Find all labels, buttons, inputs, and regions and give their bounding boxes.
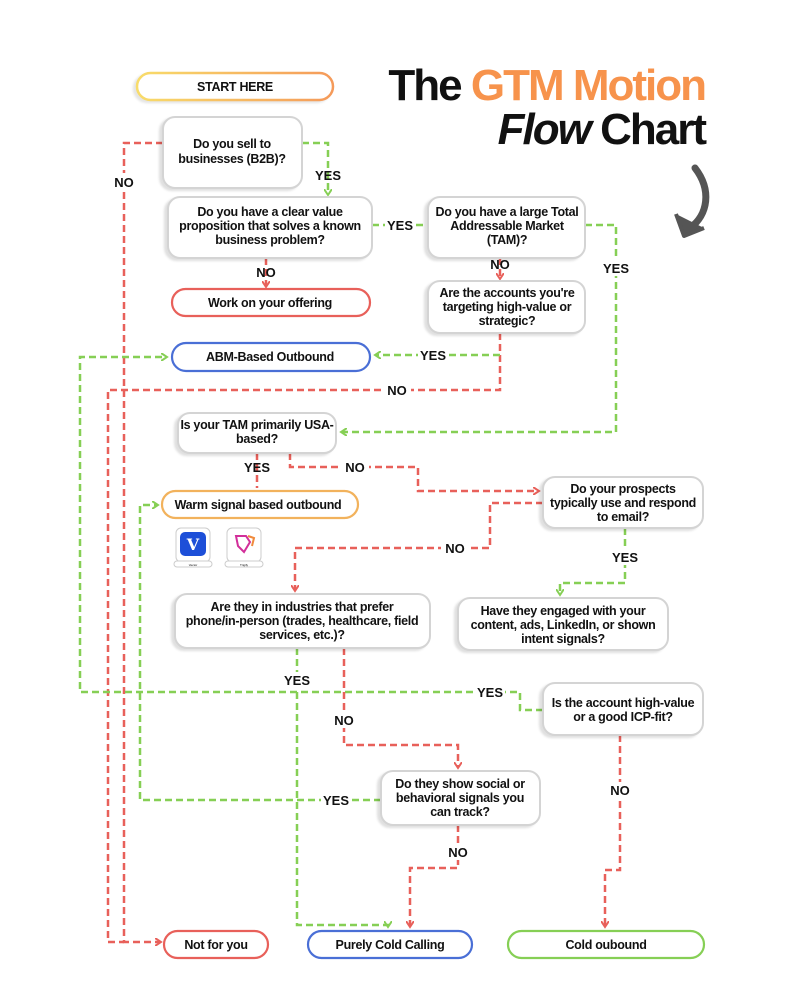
edge-label-icp-yes: YES (477, 685, 503, 700)
svg-text:The GTM Motion: The GTM Motion (388, 61, 705, 110)
node-question-icp: Is the account high-value or a good ICP-… (542, 682, 704, 736)
svg-text:Do you sell to: Do you sell to (193, 137, 271, 151)
svg-text:Flow Chart: Flow Chart (498, 105, 708, 154)
edge-label-usa-no: NO (345, 460, 365, 475)
tool-vector: V Vector (173, 527, 213, 568)
edge-label-industries-yes: YES (284, 673, 310, 688)
svg-text:Cold oubound: Cold oubound (565, 938, 646, 952)
svg-text:Addressable Market: Addressable Market (450, 219, 565, 233)
edge-label-icp-no: NO (610, 783, 630, 798)
node-purely-cold-calling: Purely Cold Calling (306, 929, 474, 960)
node-start: START HERE (135, 71, 335, 102)
svg-text:Trigify: Trigify (240, 563, 249, 567)
node-not-for-you: Not for you (162, 929, 270, 960)
edge-label-b2b-no: NO (114, 175, 134, 190)
svg-text:services, etc.)?: services, etc.)? (259, 628, 345, 642)
node-abm-outbound: ABM-Based Outbound (170, 341, 372, 373)
edge-label-accounts-yes: YES (420, 348, 446, 363)
edge-label-signals-no: NO (448, 845, 468, 860)
svg-text:Do you have a large Total: Do you have a large Total (435, 205, 578, 219)
svg-text:to email?: to email? (597, 510, 649, 524)
node-question-accounts: Are the accounts you're targeting high-v… (427, 280, 586, 334)
edge-label-tam-yes: YES (603, 261, 629, 276)
node-question-usa: Is your TAM primarily USA- based? (177, 412, 337, 454)
svg-text:business problem?: business problem? (215, 233, 325, 247)
svg-text:intent signals?: intent signals? (521, 632, 605, 646)
node-question-b2b: Do you sell to businesses (B2B)? (162, 116, 303, 189)
svg-text:or a good ICP-fit?: or a good ICP-fit? (573, 710, 672, 724)
svg-text:content, ads, LinkedIn, or sho: content, ads, LinkedIn, or shown (471, 618, 656, 632)
node-question-signals: Do they show social or behavioral signal… (380, 770, 541, 826)
svg-text:targeting high-value or: targeting high-value or (443, 300, 572, 314)
edge-label-vp-yes: YES (387, 218, 413, 233)
trigify-logo-icon (234, 535, 252, 554)
svg-text:Do they show social or: Do they show social or (395, 777, 525, 791)
svg-text:can track?: can track? (430, 805, 490, 819)
edge-label-usa-yes: YES (244, 460, 270, 475)
svg-text:behavioral signals you: behavioral signals you (396, 791, 524, 805)
svg-text:Purely Cold Calling: Purely Cold Calling (336, 938, 445, 952)
edge-label-email-no: NO (445, 541, 465, 556)
vector-logo-icon (180, 532, 206, 556)
chart-title: The GTM Motion Flow Chart (388, 61, 709, 154)
svg-text:Is your TAM primarily USA-: Is your TAM primarily USA- (180, 418, 333, 432)
svg-text:Do your prospects: Do your prospects (570, 482, 676, 496)
node-question-tam: Do you have a large Total Addressable Ma… (427, 196, 586, 259)
edge-label-b2b-yes: YES (315, 168, 341, 183)
svg-text:(TAM)?: (TAM)? (487, 233, 527, 247)
edge-labels: NO YES YES NO NO YES YES NO YES NO NO YE… (110, 168, 641, 860)
svg-text:Not for you: Not for you (184, 938, 247, 952)
svg-text:proposition that solves a know: proposition that solves a known (179, 219, 361, 233)
svg-text:ABM-Based Outbound: ABM-Based Outbound (206, 350, 334, 364)
tool-trigify: Trigify (224, 527, 264, 568)
svg-text:START HERE: START HERE (197, 80, 273, 94)
curved-arrow-icon (674, 164, 710, 238)
svg-text:Are the accounts you're: Are the accounts you're (439, 286, 574, 300)
svg-text:V: V (186, 535, 200, 554)
svg-text:typically use and respond: typically use and respond (550, 496, 696, 510)
svg-text:based?: based? (236, 432, 278, 446)
svg-text:Do you have a clear value: Do you have a clear value (197, 205, 343, 219)
edge-label-accounts-no: NO (387, 383, 407, 398)
svg-text:Work on your offering: Work on your offering (208, 296, 332, 310)
node-question-email: Do your prospects typically use and resp… (542, 476, 704, 529)
node-work-on-offering: Work on your offering (170, 287, 372, 318)
edge-label-industries-no: NO (334, 713, 354, 728)
svg-text:Warm signal based outbound: Warm signal based outbound (175, 498, 342, 512)
svg-text:Have they engaged with your: Have they engaged with your (481, 604, 646, 618)
node-warm-signal-outbound: Warm signal based outbound (160, 489, 360, 520)
edge-label-email-yes: YES (612, 550, 638, 565)
edge-label-tam-no: NO (490, 257, 510, 272)
node-question-engaged: Have they engaged with your content, ads… (457, 597, 669, 651)
node-cold-outbound: Cold oubound (506, 929, 706, 960)
connectors (78, 141, 627, 942)
svg-text:businesses (B2B)?: businesses (B2B)? (178, 152, 285, 166)
svg-text:Are they in industries that pr: Are they in industries that prefer (211, 600, 394, 614)
svg-text:phone/in-person (trades, healt: phone/in-person (trades, healthcare, fie… (186, 614, 419, 628)
svg-text:Vector: Vector (189, 563, 198, 567)
edge-label-vp-no: NO (256, 265, 276, 280)
node-question-value-prop: Do you have a clear value proposition th… (167, 196, 373, 259)
node-question-industries: Are they in industries that prefer phone… (174, 593, 431, 649)
svg-text:strategic?: strategic? (479, 314, 536, 328)
edge-label-signals-yes: YES (323, 793, 349, 808)
svg-text:Is the account high-value: Is the account high-value (552, 696, 695, 710)
